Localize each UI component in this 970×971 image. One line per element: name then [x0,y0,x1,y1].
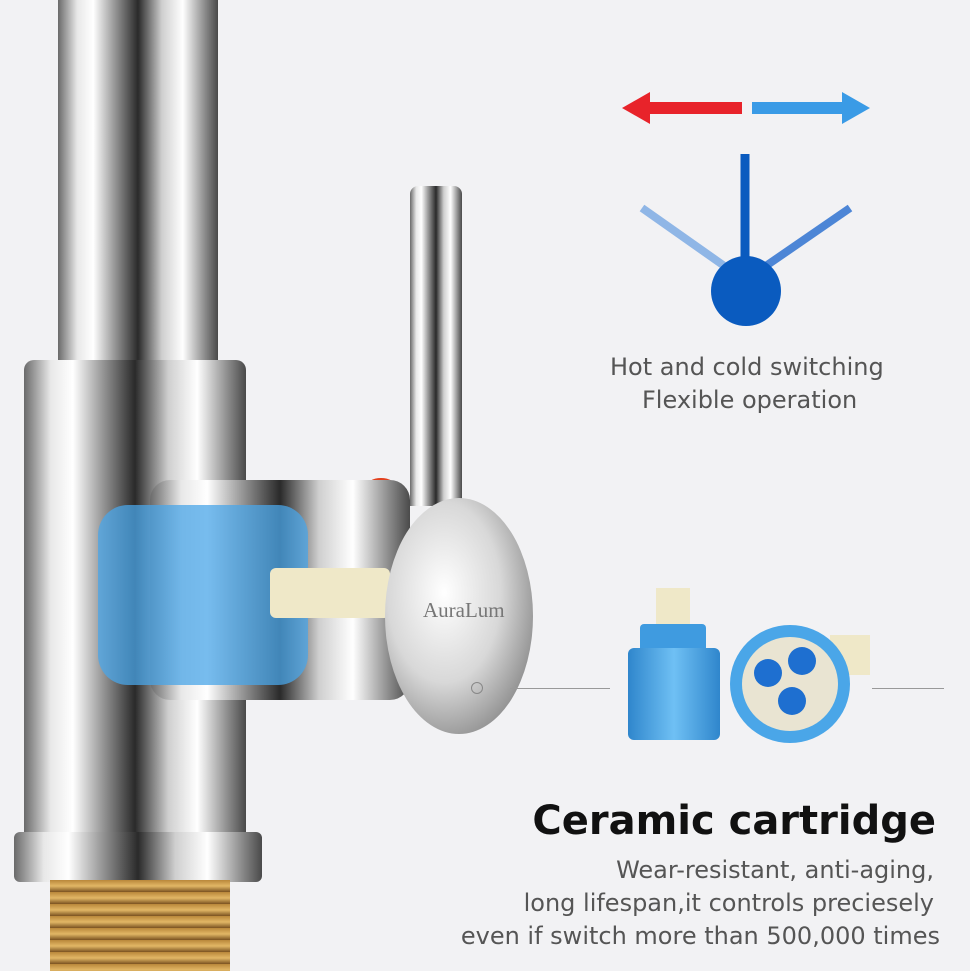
brand-logo: AuraLum [423,598,505,622]
pivot-circle [711,256,781,326]
cartridge-stem [270,568,390,618]
cold-arrow-icon [752,92,870,124]
hot-arrow-icon [622,92,742,124]
valve-cap: AuraLum [385,498,533,734]
hot-cold-diagram [622,92,870,326]
cartridge-line-1: Wear-resistant, anti-aging, [616,856,934,884]
cartridge-line-3: even if switch more than 500,000 times [460,922,940,950]
faucet-image: AuraLum [14,0,533,971]
switching-line-2: Flexible operation [642,386,858,414]
handle-right-line [757,204,853,274]
faucet-lever [410,186,462,506]
cartridge-front-image [730,625,870,743]
brass-thread [50,880,230,971]
handle-left-line [639,204,733,274]
cartridge-side-image [628,588,720,743]
switching-line-1: Hot and cold switching [610,353,884,381]
cartridge-line-2: long lifespan,it controls preciesely [523,889,934,917]
cartridge-title: Ceramic cartridge [532,798,936,844]
faucet-base [14,832,262,882]
pointer-line-right [872,688,944,689]
faucet-spout [58,0,218,380]
cap-dot [471,682,483,694]
pointer-line-left [510,688,610,689]
